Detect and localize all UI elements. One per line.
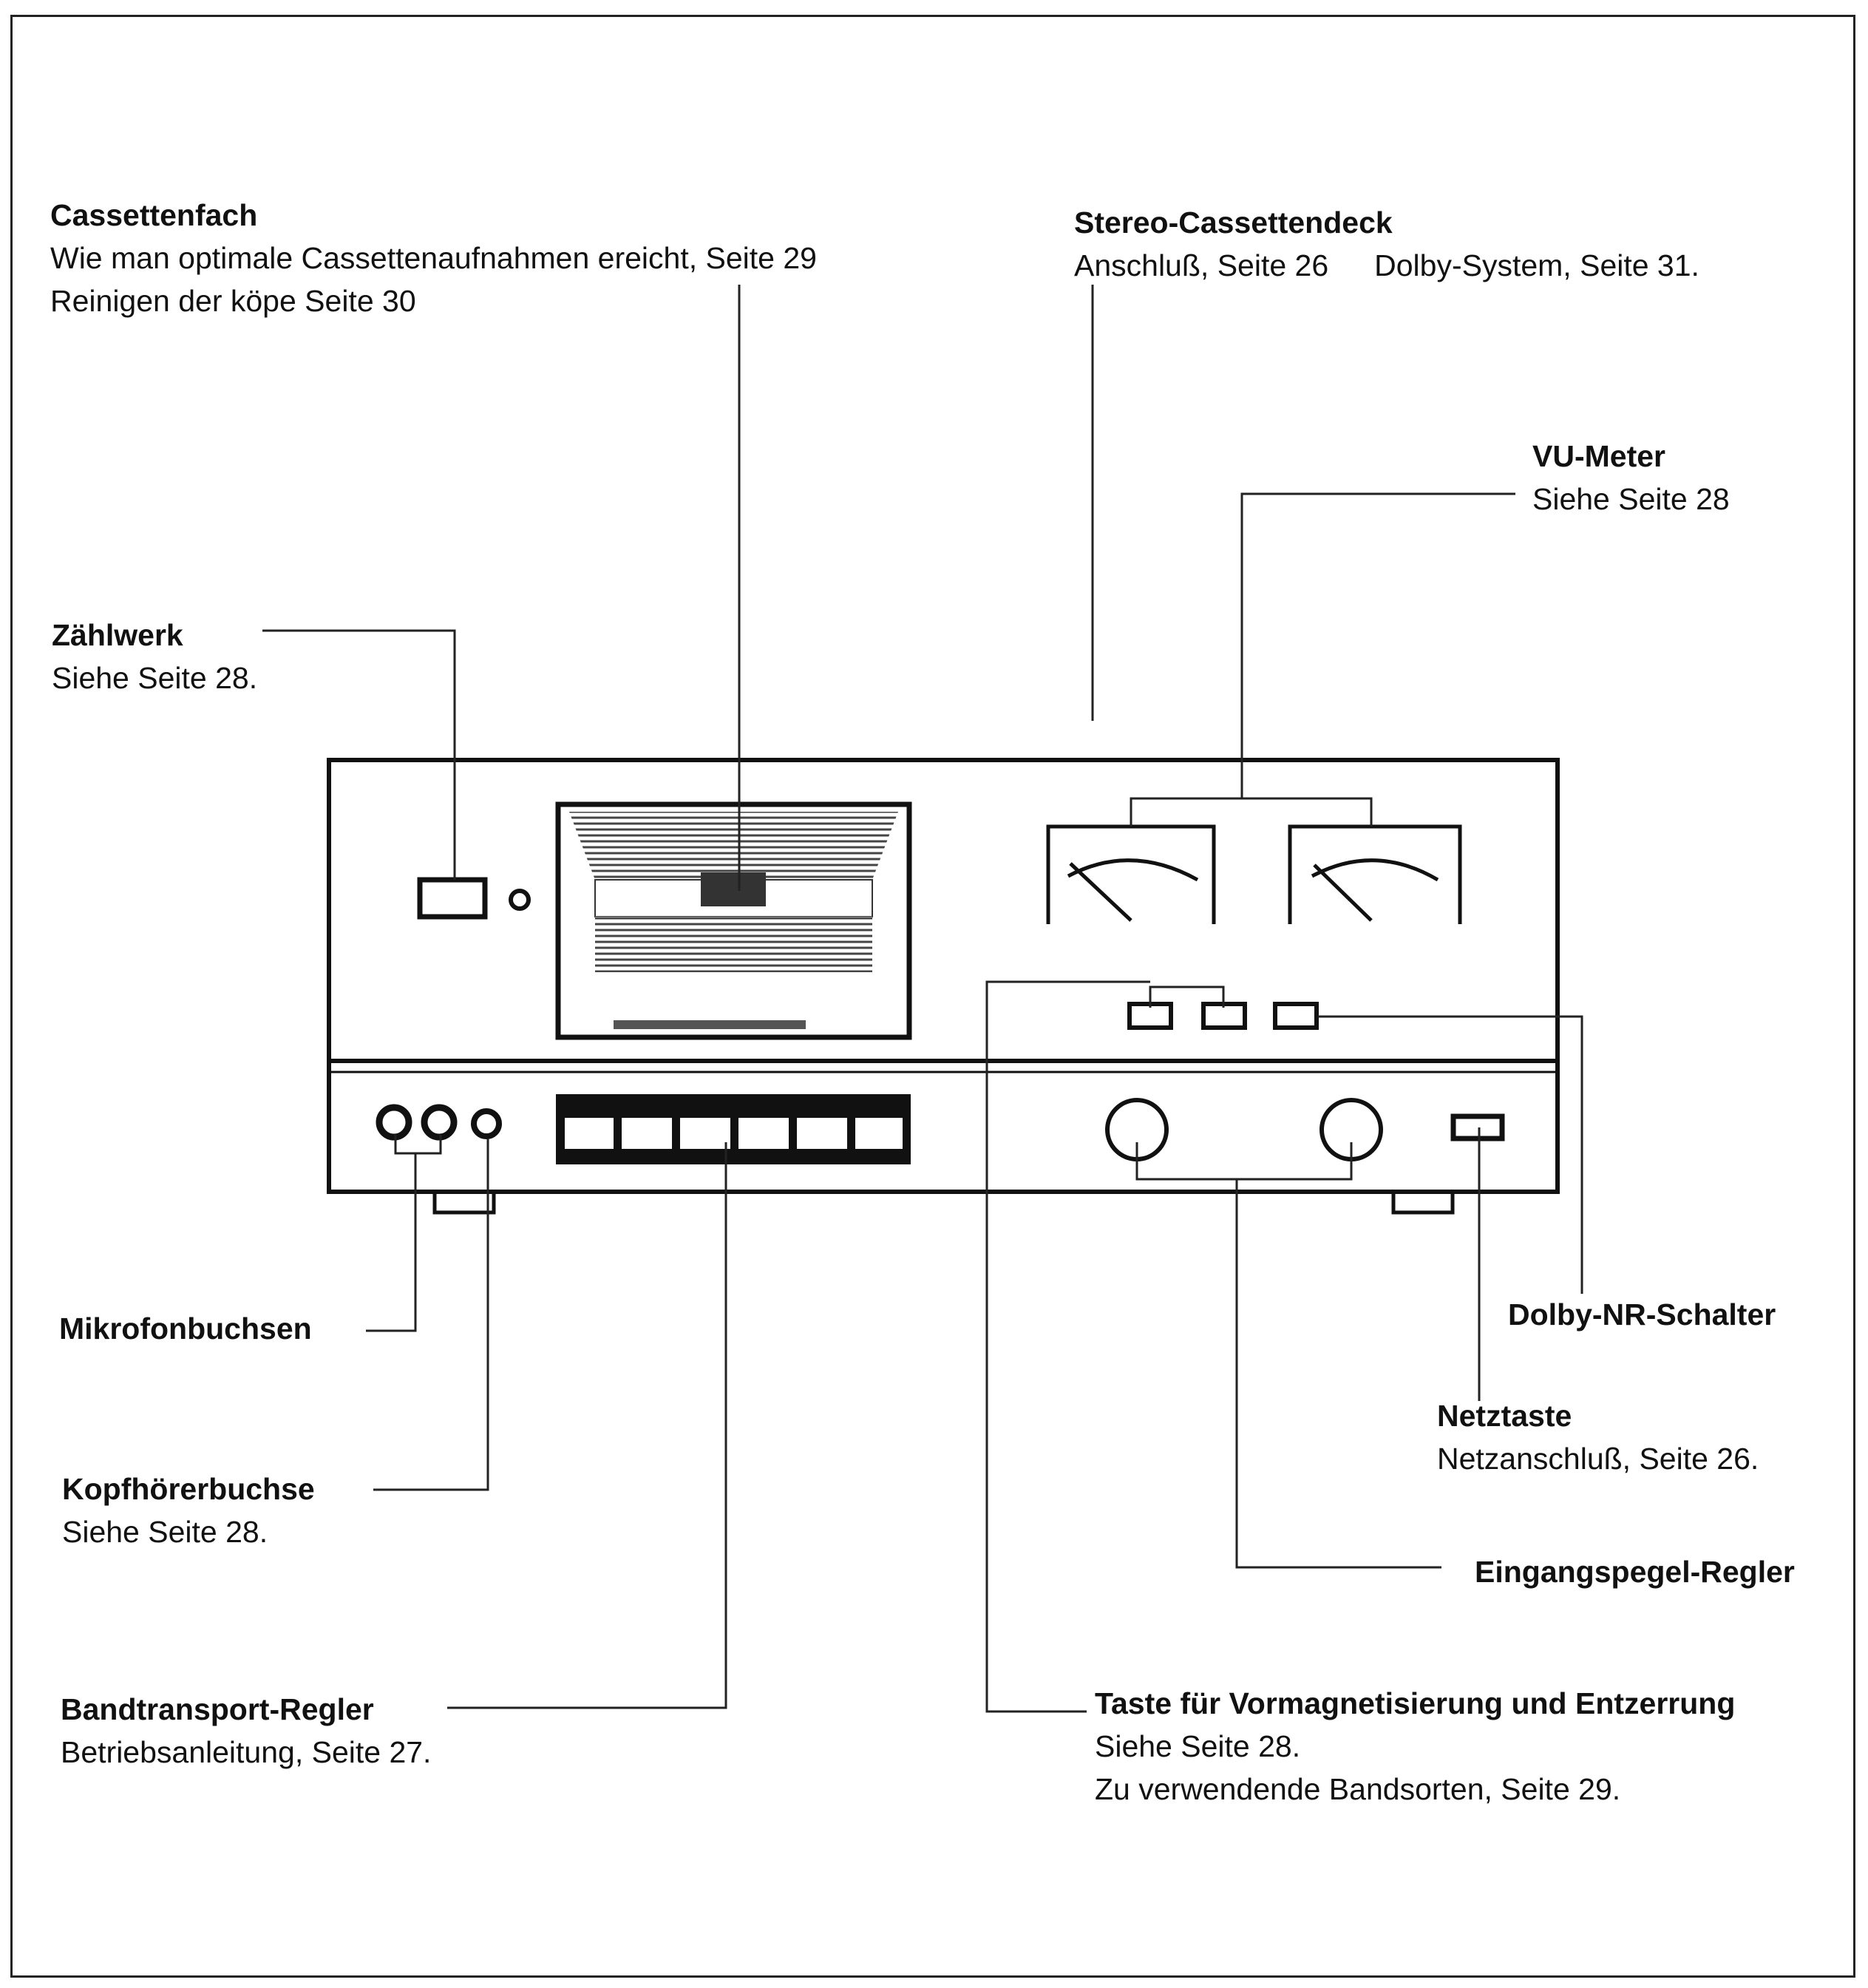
transport-buttons [556,1094,911,1164]
label-text: Betriebsanleitung, Seite 27. [61,1735,432,1769]
label-vu-meter: VU-Meter Siehe Seite 28 [1532,435,1730,520]
label-title: Stereo-Cassettendeck [1074,206,1393,240]
label-stereo-cassettendeck: Stereo-Cassettendeck Anschluß, Seite 26 D… [1074,201,1699,287]
label-bandtransport-regler: Bandtransport-Regler Betriebsanleitung, … [61,1688,431,1774]
label-kopfhoererbuchse: Kopfhörerbuchse Siehe Seite 28. [62,1468,315,1553]
leader-lines [262,285,1583,1713]
label-text: Anschluß, Seite 26 Dolby-System, Seite 31… [1074,244,1699,287]
counter-reset-button [509,889,531,911]
label-zaehlwerk: Zählwerk Siehe Seite 28. [52,614,257,699]
label-mikrofonbuchsen: Mikrofonbuchsen [59,1307,312,1350]
diagram-frame [10,15,1855,1978]
deck-feet [432,1190,1455,1215]
counter-display [417,877,488,920]
label-title: Zählwerk [52,618,183,652]
label-title: Netztaste [1437,1399,1572,1433]
label-eingangspegel-regler: Eingangspegel-Regler [1475,1550,1795,1593]
cassette-compartment [555,801,912,1040]
label-title: Bandtransport-Regler [61,1692,374,1726]
label-title: Kopfhörerbuchse [62,1472,315,1506]
label-text: Zu verwendende Bandsorten, Seite 29. [1095,1772,1621,1806]
label-text: Siehe Seite 28 [1532,482,1730,516]
label-title: VU-Meter [1532,439,1665,473]
jacks [376,1104,502,1141]
vu-meter-left [1046,824,1216,924]
vu-meter-right [1288,824,1462,924]
label-text-b: Dolby-System, Seite 31. [1374,248,1699,282]
label-title: Taste für Vormagnetisierung und Entzerru… [1095,1686,1736,1720]
label-title: Dolby-NR-Schalter [1508,1297,1776,1331]
label-taste-vormagnetisierung: Taste für Vormagnetisierung und Entzerru… [1095,1682,1735,1811]
label-text: Siehe Seite 28. [1095,1729,1301,1763]
label-cassettenfach: Cassettenfach Wie man optimale Cassetten… [50,194,817,322]
label-text-a: Anschluß, Seite 26 [1074,248,1329,282]
deck-body [327,758,1560,1194]
dolby-nr-switch [1273,1002,1319,1030]
label-text: Siehe Seite 28. [62,1515,268,1549]
power-button [1450,1113,1505,1141]
label-dolby-nr-schalter: Dolby-NR-Schalter [1508,1293,1776,1336]
label-text: Reinigen der köpe Seite 30 [50,284,416,318]
bias-eq-switches [1127,1002,1247,1030]
label-title: Cassettenfach [50,198,258,232]
label-text: Netzanschluß, Seite 26. [1437,1442,1759,1476]
label-title: Eingangspegel-Regler [1475,1555,1795,1589]
label-title: Mikrofonbuchsen [59,1312,312,1346]
label-text: Wie man optimale Cassettenaufnahmen erei… [50,241,817,275]
input-level-knobs [1105,1098,1383,1161]
label-netztaste: Netztaste Netzanschluß, Seite 26. [1437,1394,1759,1480]
label-text: Siehe Seite 28. [52,661,258,695]
